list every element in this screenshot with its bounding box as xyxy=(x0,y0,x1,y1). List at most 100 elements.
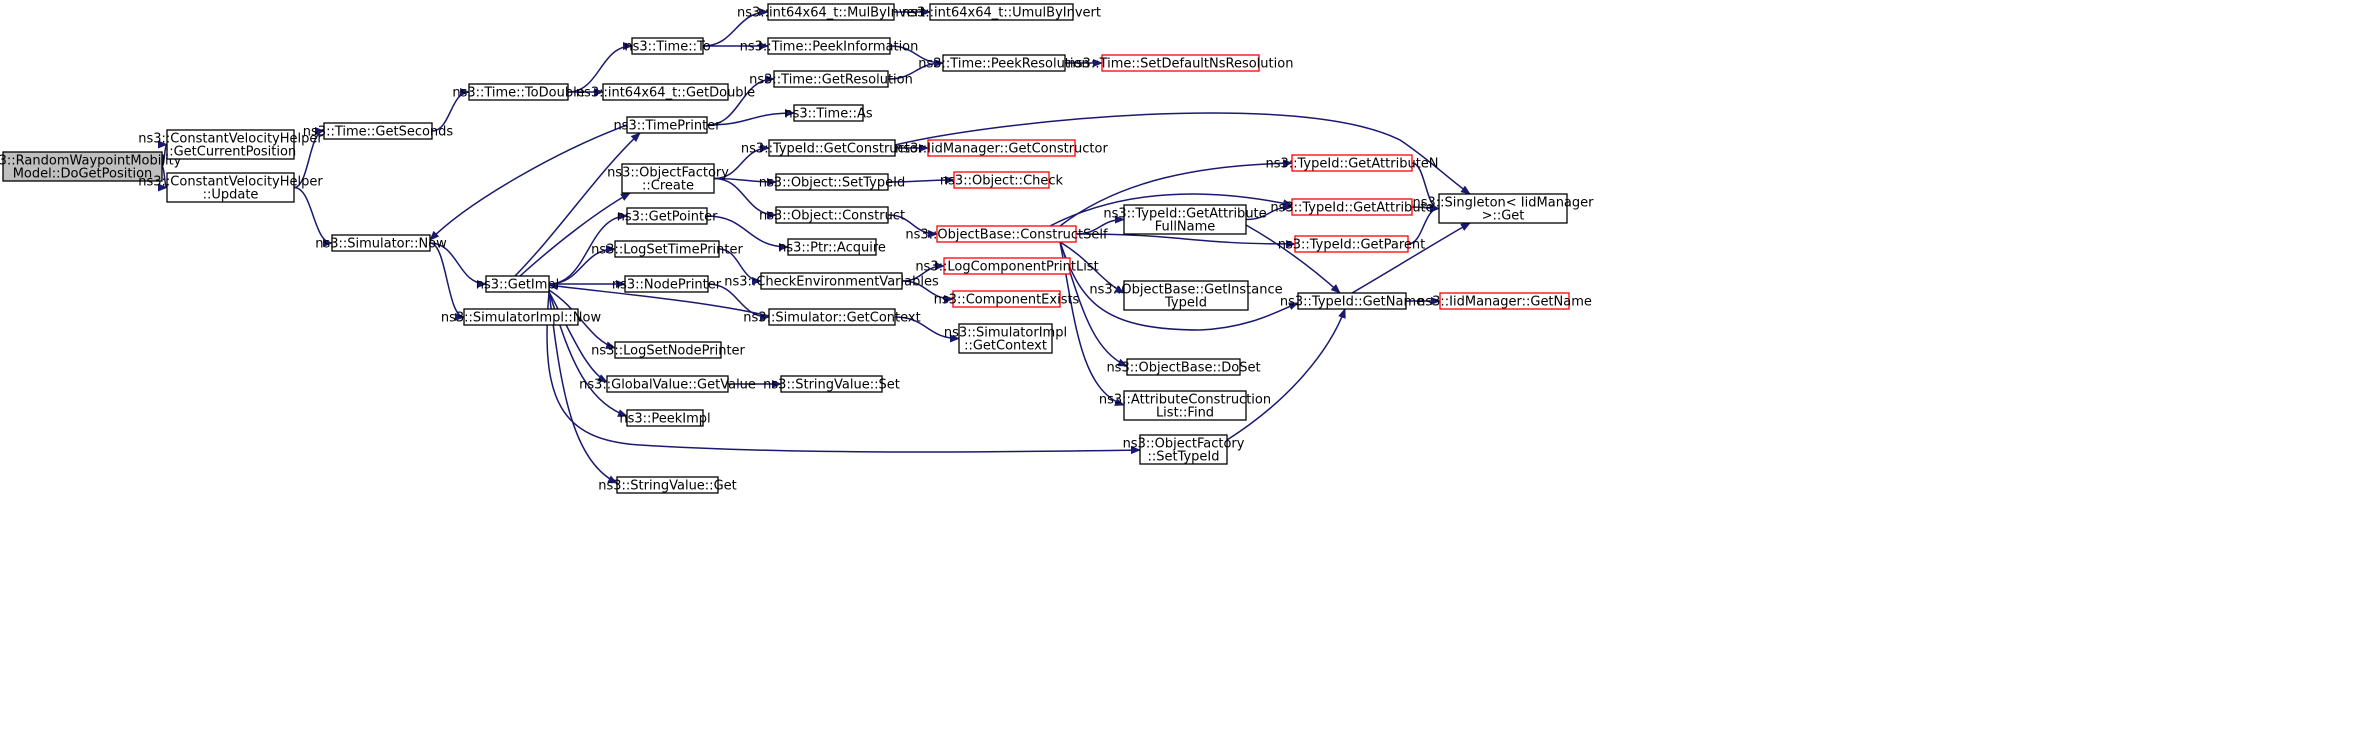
node-iidmgr-getctor[interactable]: ns3::IidManager::GetConstructor xyxy=(895,139,1108,157)
call-edge-objbase_constructself-to-typeid_getname xyxy=(1059,241,1299,331)
node-ptr-acquire[interactable]: ns3::Ptr::Acquire xyxy=(778,238,886,256)
node-getpointer[interactable]: ns3::GetPointer xyxy=(617,207,718,225)
node-label: ns3::IidManager::GetConstructor xyxy=(895,142,1108,157)
call-edge-sim_now-to-simimpl_now xyxy=(429,242,465,321)
call-edge-time_to-to-i64_mulbyinvert xyxy=(702,8,769,47)
node-box xyxy=(793,104,864,122)
node-box xyxy=(1438,193,1568,224)
node-label: ns3::PeekImpl xyxy=(619,412,710,427)
node-box xyxy=(468,83,569,101)
node-logsetnodeprinter[interactable]: ns3::LogSetNodePrinter xyxy=(591,341,746,359)
call-edge-timeprinter-to-time_as xyxy=(706,109,795,126)
node-root[interactable]: ns3::RandomWaypointMobilityModel::DoGetP… xyxy=(0,151,182,182)
node-label: ns3::Time::GetSeconds xyxy=(303,125,454,140)
call-edge-cvh_update-to-time_getseconds xyxy=(293,127,325,189)
node-componentexists[interactable]: ns3::ComponentExists xyxy=(934,290,1080,308)
node-time-getseconds[interactable]: ns3::Time::GetSeconds xyxy=(303,122,454,140)
node-i64-getdouble[interactable]: ns3::int64x64_t::GetDouble xyxy=(576,83,755,101)
node-time-peekinfo[interactable]: ns3::Time::PeekInformation xyxy=(740,37,919,55)
node-object-settypeid[interactable]: ns3::Object::SetTypeId xyxy=(759,173,905,191)
node-box xyxy=(780,375,883,393)
call-edge-nodeprinter-to-sim_getcontext xyxy=(707,283,770,321)
node-box xyxy=(1123,280,1249,311)
node-box xyxy=(1139,434,1228,465)
node-simimpl-getcontext[interactable]: ns3::SimulatorImpl::GetContext xyxy=(944,323,1067,354)
node-singleton-get[interactable]: ns3::Singleton< IidManager >::Get xyxy=(1412,193,1594,224)
node-box xyxy=(602,83,729,101)
node-box xyxy=(626,409,704,427)
node-time-as[interactable]: ns3::Time::As xyxy=(784,104,873,122)
node-label: FullName xyxy=(1155,220,1216,235)
node-label: ns3::NodePrinter xyxy=(612,278,722,293)
node-typeid-getattrn[interactable]: ns3::TypeId::GetAttributeN xyxy=(1265,154,1439,172)
node-globalvalue-getvalue[interactable]: ns3::GlobalValue::GetValue xyxy=(579,375,756,393)
node-objbase-constructself[interactable]: ns3::ObjectBase::ConstructSelf xyxy=(905,225,1108,243)
call-edge-objbase_constructself-to-typeid_getattr xyxy=(1049,193,1293,227)
node-typeid-getattr[interactable]: ns3::TypeId::GetAttribute xyxy=(1270,198,1434,216)
node-box xyxy=(624,275,709,293)
node-label: TypeId xyxy=(1164,296,1207,311)
node-label: ns3::Object::Check xyxy=(940,174,1064,189)
node-label: ns3::StringValue::Set xyxy=(763,378,900,393)
node-objfactory-settypeid[interactable]: ns3::ObjectFactory::SetTypeId xyxy=(1123,434,1245,465)
node-box xyxy=(631,37,704,55)
node-timeprinter[interactable]: ns3::TimePrinter xyxy=(613,116,721,134)
node-label: ns3::Time::PeekResolution xyxy=(918,57,1089,72)
node-label: ns3::IidManager::GetName xyxy=(1417,295,1592,310)
call-edge-time_getres-to-time_peekres xyxy=(887,59,944,80)
node-label: ns3::Ptr::Acquire xyxy=(778,241,886,256)
node-nodeprinter[interactable]: ns3::NodePrinter xyxy=(612,275,722,293)
node-sim-getcontext[interactable]: ns3::Simulator::GetContext xyxy=(743,308,921,326)
node-logcomponentprintlist[interactable]: ns3::LogComponentPrintList xyxy=(915,257,1099,275)
node-typeid-getparent[interactable]: ns3::TypeId::GetParent xyxy=(1278,235,1426,253)
node-peekimpl[interactable]: ns3::PeekImpl xyxy=(619,409,711,427)
node-typeid-getname[interactable]: ns3::TypeId::GetName xyxy=(1280,292,1424,310)
node-sim-now[interactable]: ns3::Simulator::Now xyxy=(315,234,447,252)
node-object-check[interactable]: ns3::Object::Check xyxy=(940,171,1064,189)
node-objfactory-create[interactable]: ns3::ObjectFactory::Create xyxy=(607,163,729,194)
node-time-setdefres[interactable]: ns3::Time::SetDefaultNsResolution xyxy=(1068,54,1294,72)
node-label: ns3::Object::Construct xyxy=(759,209,905,224)
node-label: ns3::int64x64_t::MulByInvert xyxy=(737,6,925,21)
node-label: ::GetContext xyxy=(964,339,1047,354)
node-box xyxy=(943,257,1071,275)
node-time-to[interactable]: ns3::Time::To xyxy=(624,37,711,55)
node-box xyxy=(626,207,708,225)
node-cvh-getcur[interactable]: ns3::ConstantVelocityHelper::GetCurrentP… xyxy=(138,129,323,160)
node-stringvalue-set[interactable]: ns3::StringValue::Set xyxy=(763,375,900,393)
node-objbase-doset[interactable]: ns3::ObjectBase::DoSet xyxy=(1106,358,1261,376)
node-box xyxy=(767,37,891,55)
node-time-peekres[interactable]: ns3::Time::PeekResolution xyxy=(918,54,1090,72)
node-time-getres[interactable]: ns3::Time::GetResolution xyxy=(749,70,913,88)
node-i64-mulbyinvert[interactable]: ns3::int64x64_t::MulByInvert xyxy=(737,3,925,21)
node-label: ns3::ConstantVelocityHelper xyxy=(138,132,323,147)
node-stringvalue-get[interactable]: ns3::StringValue::Get xyxy=(598,476,737,494)
node-box xyxy=(775,173,889,191)
node-checkenv[interactable]: ns3::CheckEnvironmentVariables xyxy=(724,272,939,290)
node-label: ns3::int64x64_t::GetDouble xyxy=(576,86,755,101)
node-label: ns3::AttributeConstruction xyxy=(1099,393,1271,408)
node-object-construct[interactable]: ns3::Object::Construct xyxy=(759,206,905,224)
node-typeid-getctor[interactable]: ns3::TypeId::GetConstructor xyxy=(741,139,924,157)
node-box xyxy=(463,308,579,326)
node-label: ns3::LogComponentPrintList xyxy=(915,260,1098,275)
node-label: ns3::Singleton< IidManager xyxy=(1412,196,1594,211)
node-time-todouble[interactable]: ns3::Time::ToDouble xyxy=(452,83,585,101)
node-logsettimeprinter[interactable]: ns3::LogSetTimePrinter xyxy=(591,240,743,258)
node-cvh-update[interactable]: ns3::ConstantVelocityHelper::Update xyxy=(138,172,323,203)
node-label: ns3::int64x64_t::UmulByInvert xyxy=(902,6,1101,21)
node-iidmgr-getname[interactable]: ns3::IidManager::GetName xyxy=(1417,292,1592,310)
node-label: ns3::StringValue::Get xyxy=(598,479,736,494)
call-edge-getimpl-to-timeprinter xyxy=(514,132,641,277)
node-box xyxy=(331,234,431,252)
node-i64-umulbyinvert[interactable]: ns3::int64x64_t::UmulByInvert xyxy=(902,3,1101,21)
node-label: ns3::GetImpl xyxy=(476,278,560,293)
node-label: ::Create xyxy=(642,179,694,194)
node-box xyxy=(1123,204,1247,235)
node-simimpl-now[interactable]: ns3::SimulatorImpl::Now xyxy=(441,308,602,326)
node-getimpl[interactable]: ns3::GetImpl xyxy=(476,275,560,293)
node-box xyxy=(773,70,889,88)
